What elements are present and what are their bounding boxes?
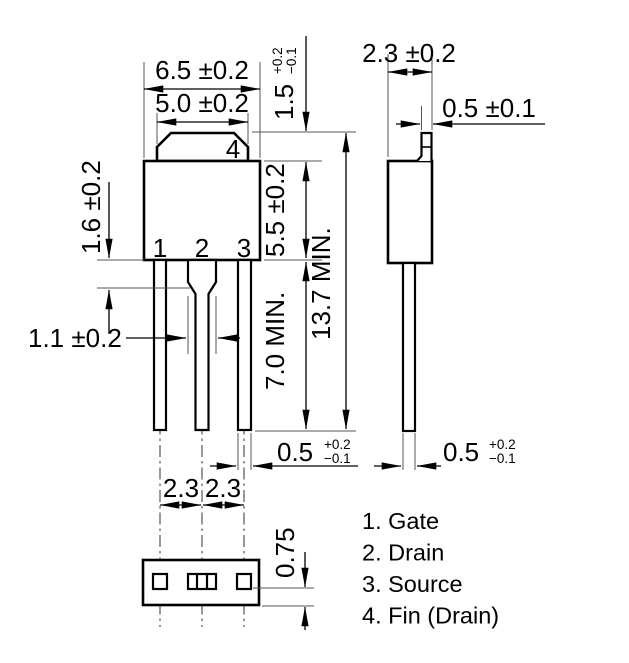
dim-tab-thickness-label: 0.5 ±0.1 (442, 93, 536, 123)
side-view (386, 131, 434, 433)
dim-lead-width-tol-plus: +0.2 (324, 437, 351, 452)
dim-fin-width-label: 5.0 ±0.2 (155, 88, 249, 118)
dim-lead-offset: 0.75 (253, 527, 314, 630)
bottom-view (141, 558, 261, 607)
pin4-label: 4 (226, 134, 240, 164)
dim-fin-width: 5.0 ±0.2 (155, 88, 249, 144)
legend-item-gate: 1. Gate (362, 508, 439, 534)
dim-lead-thickness: 0.5 +0.2 −0.1 (374, 433, 516, 470)
dim-lead-length-label: 7.0 MIN. (260, 292, 290, 390)
dim-lead-thickness-value: 0.5 (443, 437, 479, 467)
dim-fin-height: 1.5 +0.2 −0.1 (252, 36, 356, 133)
pin1-lead (152, 258, 168, 432)
dim-lead-wide-width-label: 1.1 ±0.2 (28, 323, 122, 353)
dim-body-depth-label: 2.3 ±0.2 (362, 38, 456, 68)
pin2-lead (186, 258, 218, 432)
dim-fin-height-value: 1.5 (269, 84, 299, 120)
legend-item-source: 3. Source (362, 571, 463, 597)
dim-lead-thickness-tol-plus: +0.2 (489, 437, 516, 452)
dim-body-width-label: 6.5 ±0.2 (155, 55, 249, 85)
pin3-label: 3 (237, 233, 251, 263)
dim-body-width: 6.5 ±0.2 (143, 55, 261, 158)
pin1-label: 1 (153, 233, 167, 263)
bottom-pin1-section (151, 572, 169, 591)
dim-lead-width: 0.5 +0.2 −0.1 (210, 433, 358, 470)
dim-overall-height-label: 13.7 MIN. (306, 227, 336, 340)
pin2-label: 2 (195, 233, 209, 263)
dim-overall-height: 13.7 MIN. (255, 132, 356, 432)
legend-item-drain: 2. Drain (362, 540, 444, 566)
body-outline (142, 159, 262, 262)
dim-lead-width-value: 0.5 (277, 437, 313, 467)
dim-body-height: 5.5 ±0.2 (260, 160, 322, 261)
pin3-lead (236, 258, 253, 432)
dim-tab-thickness: 0.5 ±0.1 (396, 93, 545, 130)
dim-lead-thickness-tol-minus: −0.1 (489, 451, 516, 466)
dim-body-height-label: 5.5 ±0.2 (260, 163, 290, 257)
dim-lead-wide-width: 1.1 ±0.2 (28, 296, 240, 354)
bottom-pin3-section (235, 572, 253, 591)
dim-body-depth: 2.3 ±0.2 (362, 38, 456, 157)
side-body-outline (386, 159, 434, 265)
dim-lead-width-tol-minus: −0.1 (324, 451, 351, 466)
dim-lead-shoulder: 1.6 ±0.2 (76, 160, 190, 334)
dim-lead-pitch: 2.3 2.3 (159, 473, 245, 509)
dim-fin-height-tol-plus: +0.2 (270, 47, 285, 74)
front-view: 4 1 2 3 (142, 131, 262, 627)
bottom-pin2-section (186, 572, 218, 591)
pin-legend: 1. Gate 2. Drain 3. Source 4. Fin (Drain… (362, 508, 499, 629)
dim-lead-shoulder-label: 1.6 ±0.2 (76, 160, 106, 254)
dim-pitch-right-label: 2.3 (205, 473, 241, 503)
side-lead (401, 261, 417, 433)
dim-lead-offset-label: 0.75 (270, 527, 300, 578)
dim-lead-length: 7.0 MIN. (260, 261, 310, 430)
dim-fin-height-tol-minus: −0.1 (284, 47, 299, 74)
dim-pitch-left-label: 2.3 (163, 473, 199, 503)
legend-item-fin-drain: 4. Fin (Drain) (362, 603, 499, 629)
